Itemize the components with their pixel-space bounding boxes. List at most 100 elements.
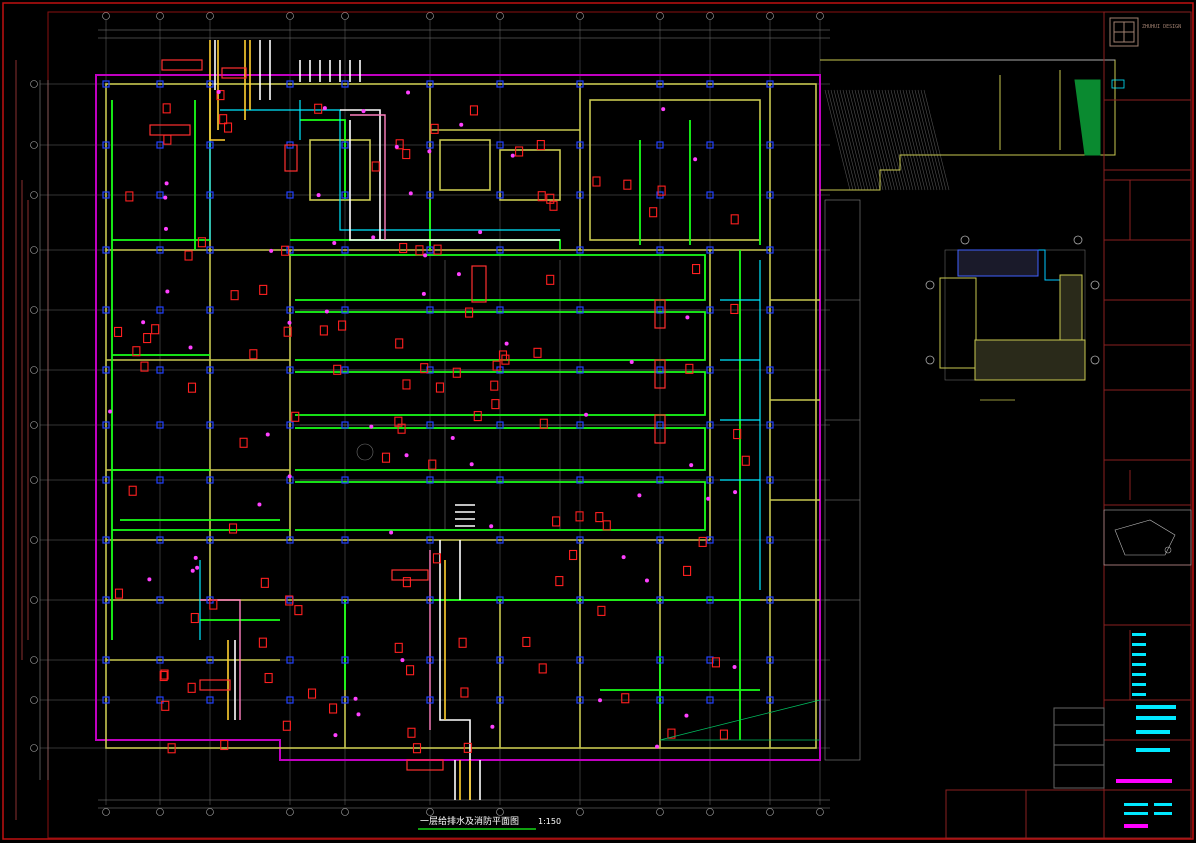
axis-bubble <box>206 808 214 816</box>
fire-hydrant-box <box>433 244 442 255</box>
valve-node <box>655 744 660 749</box>
column-marker <box>206 141 214 149</box>
valve-node <box>324 309 329 314</box>
column-marker <box>706 191 714 199</box>
column-marker <box>656 476 664 484</box>
fire-hydrant-box <box>407 727 416 738</box>
legend-magenta <box>1116 779 1172 828</box>
valve-node <box>469 462 474 467</box>
column-marker <box>576 476 584 484</box>
fire-hydrant-box <box>420 363 429 374</box>
column-marker <box>426 656 434 664</box>
fire-hydrant-box <box>216 90 225 101</box>
column-marker <box>102 246 110 254</box>
fire-hydrant-box <box>402 577 411 588</box>
column-marker <box>496 80 504 88</box>
column-marker <box>496 191 504 199</box>
column-marker <box>576 421 584 429</box>
valve-node <box>108 409 113 414</box>
fire-hydrant-box <box>128 485 137 496</box>
column-marker <box>706 476 714 484</box>
hatch-line <box>839 89 866 191</box>
hatch-line <box>857 89 884 191</box>
fire-hydrant-box <box>546 274 555 285</box>
column-marker <box>496 306 504 314</box>
fire-hydrant-box <box>223 122 233 133</box>
column-marker <box>341 536 349 544</box>
column-marker <box>576 246 584 254</box>
column-marker <box>341 366 349 374</box>
valve-node <box>404 453 409 458</box>
fire-hydrant-box <box>264 672 273 684</box>
column-marker <box>496 476 504 484</box>
column-marker <box>426 246 434 254</box>
axis-bubble <box>766 12 774 20</box>
column-marker <box>706 306 714 314</box>
column-marker <box>341 476 349 484</box>
column-marker <box>206 306 214 314</box>
column-marker <box>576 80 584 88</box>
legend-bars <box>1124 633 1176 815</box>
fire-hydrant-box <box>473 411 482 422</box>
valve-node <box>621 555 626 560</box>
column-marker <box>102 366 110 374</box>
fire-hydrant-box <box>435 382 444 393</box>
column-marker <box>706 536 714 544</box>
fire-hydrant-box <box>458 637 467 648</box>
valve-node <box>510 153 515 158</box>
title-block <box>945 11 1192 839</box>
fire-hydrant-box <box>114 588 124 599</box>
column-marker <box>576 141 584 149</box>
fire-hydrant-box <box>249 349 258 360</box>
fire-hydrant-box <box>537 191 546 202</box>
column-marker <box>426 596 434 604</box>
fire-hydrant-box <box>281 245 290 256</box>
column-marker <box>766 656 774 664</box>
fire-hydrant-box <box>283 326 292 337</box>
axis-bubble <box>30 141 38 149</box>
fire-hydrant-box <box>469 105 479 116</box>
valve-node <box>163 226 168 231</box>
valve-node <box>459 122 464 127</box>
column-marker <box>286 536 294 544</box>
hatch-line <box>905 89 932 191</box>
column-marker <box>496 421 504 429</box>
hatch-line <box>917 89 944 191</box>
hatch-line <box>848 89 875 191</box>
fire-equipment <box>108 89 750 754</box>
valve-node <box>361 109 366 114</box>
fire-hydrant-box <box>338 320 347 331</box>
hatch-line <box>824 89 851 191</box>
fire-hydrant-box <box>555 576 564 587</box>
column-marker <box>102 696 110 704</box>
fire-hydrant-box <box>592 176 601 187</box>
axis-bubble <box>30 536 38 544</box>
fire-hydrant-box <box>685 363 694 374</box>
column-marker <box>102 306 110 314</box>
column-marker <box>766 366 774 374</box>
column-marker <box>102 141 110 149</box>
fire-hydrant-box <box>741 455 750 466</box>
valve-node <box>732 665 737 670</box>
valve-node <box>356 712 361 717</box>
column-marker <box>576 536 584 544</box>
column-marker <box>102 80 110 88</box>
column-marker <box>341 306 349 314</box>
valve-node <box>216 89 221 94</box>
fire-hydrant-box <box>319 325 328 336</box>
structural-columns <box>102 80 774 704</box>
valve-node <box>684 713 689 718</box>
fire-hydrant-box <box>597 605 606 616</box>
valve-node <box>406 90 411 95</box>
valve-node <box>685 315 690 320</box>
valve-node <box>269 248 274 253</box>
valve-node <box>423 253 428 258</box>
column-marker <box>766 536 774 544</box>
column-marker <box>576 596 584 604</box>
hatch-line <box>872 89 899 191</box>
water-supply-pipes <box>111 100 761 740</box>
hatch-line <box>842 89 869 191</box>
valve-node <box>353 696 358 701</box>
column-marker <box>656 366 664 374</box>
